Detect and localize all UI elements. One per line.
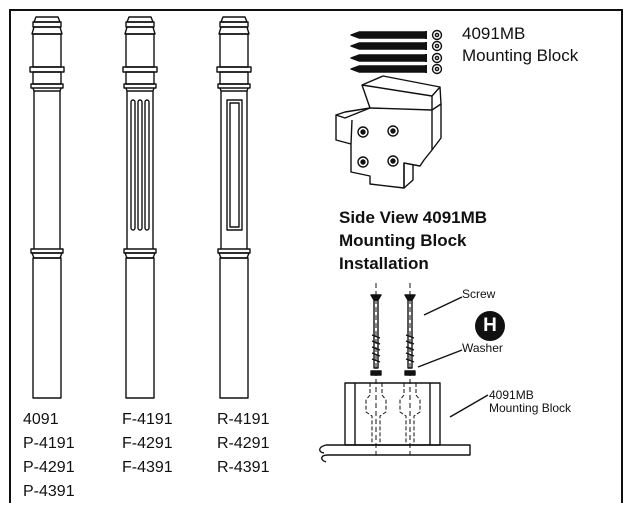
screw	[350, 40, 443, 52]
models-fluted: F-4191 F-4291 F-4391	[122, 408, 173, 480]
title-line: Mounting Block	[339, 231, 467, 250]
block-label-line: Mounting Block	[489, 401, 572, 415]
model-number: R-4391	[217, 459, 270, 476]
model-number: P-4391	[23, 483, 75, 500]
model-number: P-4191	[23, 435, 75, 452]
post-fluted	[122, 16, 158, 399]
title-line: Side View 4091MB	[339, 208, 488, 227]
washer-label: Washer	[462, 341, 503, 355]
model-number: F-4391	[122, 459, 173, 476]
model-number: 4091	[23, 411, 59, 428]
side-view-screws	[370, 283, 416, 455]
side-view-title: Side View 4091MB Mounting Block Installa…	[339, 206, 487, 275]
title-line: Installation	[339, 254, 429, 273]
model-number: R-4191	[217, 411, 270, 428]
models-raised-panel: R-4191 R-4291 R-4391	[217, 408, 269, 480]
mounting-block-isometric	[335, 75, 442, 189]
side-view-block	[319, 382, 471, 463]
model-number: F-4191	[122, 411, 173, 428]
diagram-frame	[9, 9, 623, 503]
post-raised-panel	[216, 16, 252, 399]
block-label: 4091MB Mounting Block	[489, 389, 571, 415]
model-number: P-4291	[23, 459, 75, 476]
screw-label: Screw	[462, 287, 496, 301]
model-number: F-4291	[122, 435, 173, 452]
block-label-line: 4091MB	[489, 388, 534, 402]
part-number-label: 4091MB	[462, 24, 526, 43]
part-name-label: Mounting Block	[462, 46, 579, 65]
hardware-badge-icon: H	[475, 311, 505, 341]
block-leader	[449, 394, 489, 418]
model-number: R-4291	[217, 435, 270, 452]
washer-leader	[417, 349, 463, 368]
models-plain: 4091 P-4191 P-4291 P-4391	[23, 408, 75, 504]
post-plain	[29, 16, 65, 399]
screw	[350, 52, 443, 64]
screw-leader	[423, 296, 463, 316]
screws-and-washers	[350, 29, 443, 75]
screw	[350, 29, 443, 41]
screw	[350, 63, 443, 75]
